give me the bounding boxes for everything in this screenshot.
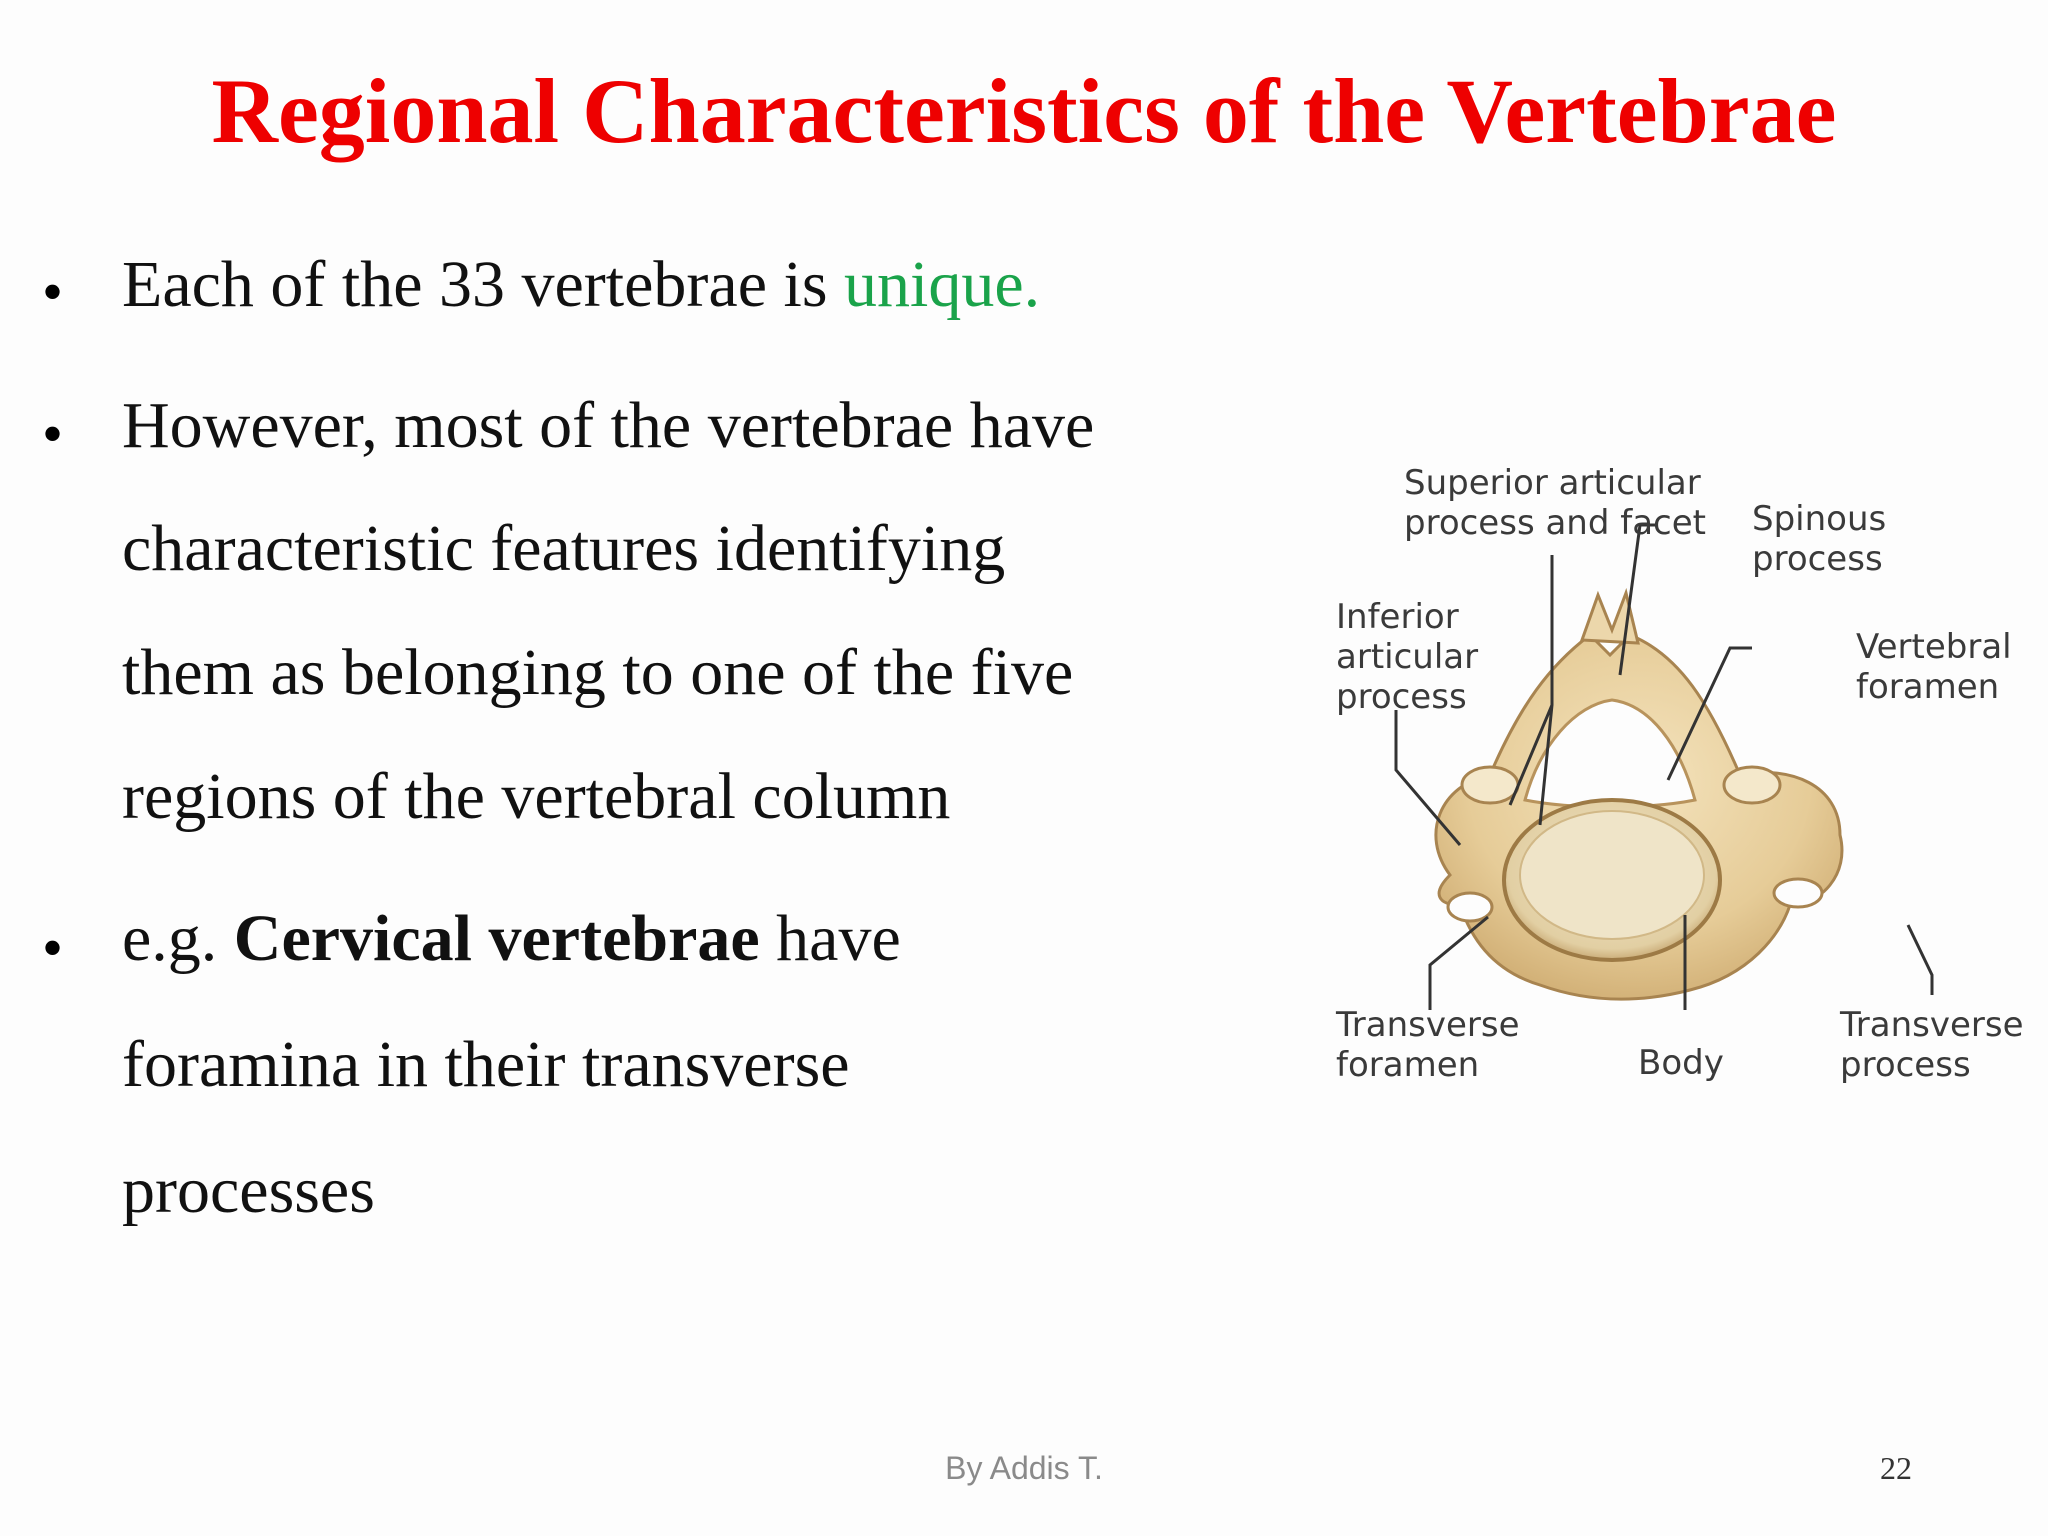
slide-title: Regional Characteristics of the Vertebra… [211,60,1837,162]
bullet-2-line-3: them as belonging to one of the five [122,636,1074,709]
bullet-1-line-1: Each of the 33 vertebrae is unique. [122,252,1040,318]
label-vertebral-foramen: Vertebral foramen [1856,627,2012,707]
bullet-3-line-2: foramina in their transverse [122,1028,850,1101]
bullet-2-line-4: regions of the vertebral column [122,760,951,833]
label-line: Transverse [1336,1005,1520,1045]
label-line: articular [1336,637,1479,677]
leader-inferior-articular [1394,710,1462,846]
label-line: process [1336,677,1467,717]
label-line: process and facet [1404,503,1706,543]
label-line: Superior articular [1404,463,1701,503]
spinous-process-shape [1579,587,1640,645]
label-line: Spinous [1752,499,1887,539]
bullet-list: • Each of the 33 vertebrae is unique. • … [42,252,1095,1227]
bullet-1-highlight: unique. [844,248,1041,321]
label-line: Body [1638,1043,1724,1083]
bullet-marker: • [42,259,64,325]
label-line: foramen [1336,1045,1480,1085]
label-line: process [1840,1045,1971,1085]
vertebra-illustration [1394,523,1934,1010]
label-body: Body [1638,1043,1724,1083]
label-spinous: Spinous process [1752,499,1886,579]
bullet-marker: • [42,401,64,467]
leader-vertebral-foramen [1666,646,1752,781]
label-line: Inferior [1336,597,1459,637]
bullet-3-prefix: e.g. [122,902,234,975]
right-transverse-foramen-hole [1772,877,1824,909]
leader-spinous [1618,523,1655,676]
label-line: Transverse [1840,1005,2024,1045]
bullet-2-line-2: characteristic features identifying [122,512,1006,585]
footer-author: By Addis T. [945,1450,1103,1486]
label-line: process [1752,539,1883,579]
cervical-vertebra-figure: Superior articular process and facet Spi… [1320,455,2040,1115]
leader-transverse-foramen [1428,915,1489,1010]
bullet-2-line-1: However, most of the vertebrae have [122,389,1095,462]
leader-transverse-process [1906,924,1934,995]
left-transverse-foramen-hole [1446,891,1494,923]
label-line: foramen [1856,667,2000,707]
left-articular-facet [1460,765,1520,805]
label-line: Vertebral [1856,627,2012,667]
page-number: 22 [1880,1450,1912,1486]
bullet-marker: • [42,915,64,981]
label-superior-articular: Superior articular process and facet [1404,463,1706,543]
bullet-3-line-1: e.g. Cervical vertebrae have [122,906,901,972]
bullet-3-bold: Cervical vertebrae [233,902,760,975]
label-inferior-articular: Inferior articular process [1336,597,1478,717]
bullet-3-line-3: processes [122,1154,375,1227]
label-transverse-foramen: Transverse foramen [1336,1005,1520,1085]
bullet-1-text: Each of the 33 vertebrae is [122,248,845,321]
right-articular-facet [1722,765,1782,805]
leader-superior-articular [1508,555,1554,826]
bullet-3-suffix: have [759,902,901,975]
label-transverse-process: Transverse process [1840,1005,2024,1085]
